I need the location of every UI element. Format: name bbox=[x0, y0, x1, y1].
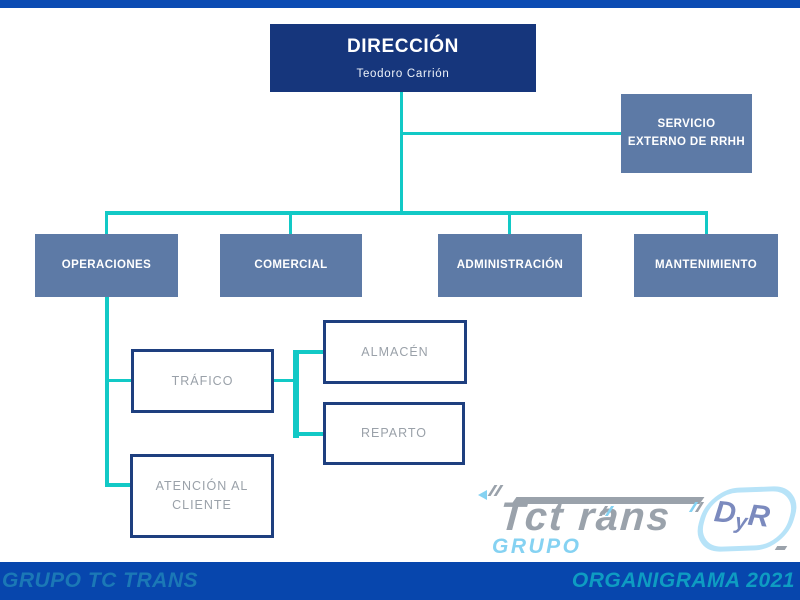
logo-brand-left: Tct bbox=[498, 495, 567, 539]
logo-arrow-icon bbox=[478, 490, 487, 500]
connector-servicio-branch bbox=[400, 132, 621, 135]
org-box-direccion: DIRECCIÓN Teodoro Carrión bbox=[270, 24, 536, 92]
footer-company-name: GRUPO TC TRANS bbox=[2, 569, 198, 592]
org-box-atencion-cliente: ATENCIÓN AL CLIENTE bbox=[130, 454, 274, 538]
org-box-mantenimiento: MANTENIMIENTO bbox=[634, 234, 778, 297]
connector-atencion-elbow bbox=[105, 483, 130, 487]
connector-trafico-left bbox=[108, 379, 131, 382]
org-box-trafico: TRÁFICO bbox=[131, 349, 274, 413]
connector-almacen-stub bbox=[298, 350, 323, 354]
connector-stub-operaciones bbox=[105, 214, 108, 234]
reparto-label: REPARTO bbox=[360, 426, 428, 441]
footer-document-title: ORGANIGRAMA 2021 bbox=[571, 569, 795, 592]
top-accent-bar bbox=[0, 0, 800, 8]
atencion-cliente-label: ATENCIÓN AL CLIENTE bbox=[155, 479, 249, 512]
org-box-administracion: ADMINISTRACIÓN bbox=[438, 234, 582, 297]
servicio-line1: SERVICIO bbox=[657, 117, 716, 130]
logo-speed-mark-icon bbox=[774, 546, 788, 550]
connector-stub-administracion bbox=[508, 214, 511, 234]
direccion-title: DIRECCIÓN bbox=[346, 36, 459, 57]
logo-grupo-text: GRUPO bbox=[492, 535, 582, 558]
servicio-line2: EXTERNO DE RRHH bbox=[627, 135, 746, 148]
almacen-label: ALMACÉN bbox=[361, 344, 429, 359]
operaciones-label: OPERACIONES bbox=[61, 258, 152, 271]
administracion-label: ADMINISTRACIÓN bbox=[456, 258, 564, 271]
connector-direccion-down bbox=[400, 92, 403, 214]
connector-almacen-reparto-bar bbox=[293, 350, 299, 438]
logo-brand-right: rans bbox=[576, 495, 673, 539]
connector-distribution-line bbox=[105, 211, 708, 215]
logo-letter-r: R bbox=[746, 498, 772, 534]
org-box-operaciones: OPERACIONES bbox=[35, 234, 178, 297]
org-box-reparto: REPARTO bbox=[323, 402, 465, 465]
mantenimiento-label: MANTENIMIENTO bbox=[654, 258, 758, 271]
connector-trafico-right bbox=[274, 379, 293, 382]
footer-bar: GRUPO TC TRANS ORGANIGRAMA 2021 bbox=[0, 562, 800, 600]
direccion-person: Teodoro Carrión bbox=[356, 68, 450, 80]
connector-stub-mantenimiento bbox=[705, 214, 708, 234]
comercial-label: COMERCIAL bbox=[254, 258, 328, 271]
connector-reparto-stub bbox=[298, 432, 323, 436]
org-box-almacen: ALMACÉN bbox=[323, 320, 467, 384]
connector-operaciones-down bbox=[105, 297, 109, 487]
org-box-comercial: COMERCIAL bbox=[220, 234, 362, 297]
connector-stub-comercial bbox=[289, 214, 292, 234]
org-box-servicio-externo: SERVICIO EXTERNO DE RRHH bbox=[621, 94, 752, 173]
logo-dyr-text: DyR bbox=[712, 495, 772, 536]
trafico-label: TRÁFICO bbox=[171, 373, 234, 388]
